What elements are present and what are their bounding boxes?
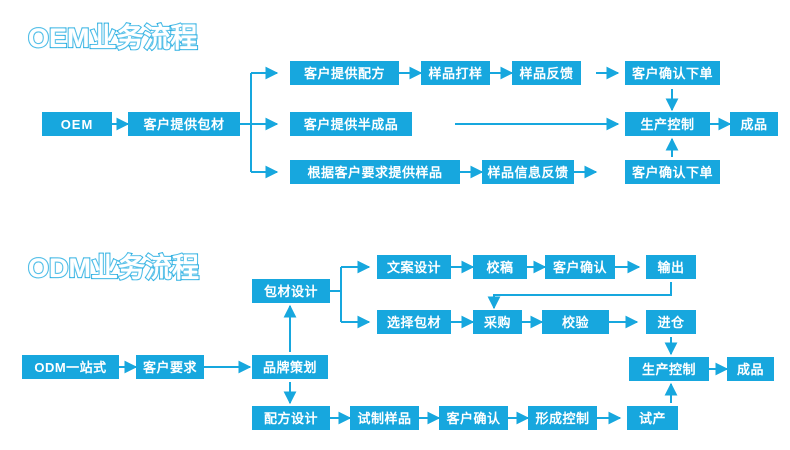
odm-section-title: ODM业务流程	[27, 252, 200, 284]
odm-node-client-confirm-bottom[interactable]: 客户确认	[439, 406, 508, 430]
wire-odm-output-to-purchase	[487, 282, 672, 310]
odm-node-inspection[interactable]: 校验	[542, 310, 609, 334]
oem-node-branch2-step1[interactable]: 客户提供半成品	[290, 112, 412, 136]
oem-node-branch1-step3[interactable]: 样品反馈	[512, 61, 581, 85]
odm-node-trial-sample[interactable]: 试制样品	[350, 406, 419, 430]
odm-node-client-confirm-top[interactable]: 客户确认	[545, 255, 615, 279]
odm-node-purchase[interactable]: 采购	[473, 310, 522, 334]
odm-node-output[interactable]: 输出	[646, 255, 696, 279]
oem-node-branch3-step3[interactable]: 客户确认下单	[625, 160, 720, 184]
odm-node-proofread[interactable]: 校稿	[473, 255, 527, 279]
oem-section-title: OEM业务流程	[27, 22, 199, 54]
oem-node-branch3-step1[interactable]: 根据客户要求提供样品	[290, 160, 460, 184]
odm-node-copy-design[interactable]: 文案设计	[377, 255, 451, 279]
odm-node-requirement[interactable]: 客户要求	[136, 355, 204, 379]
oem-node-branch1-step2[interactable]: 样品打样	[421, 61, 490, 85]
oem-node-branch1-step4[interactable]: 客户确认下单	[625, 61, 720, 85]
odm-node-form-control[interactable]: 形成控制	[528, 406, 597, 430]
odm-node-branding[interactable]: 品牌策划	[252, 355, 328, 379]
oem-node-branch3-step2[interactable]: 样品信息反馈	[482, 160, 574, 184]
odm-node-production[interactable]: 生产控制	[629, 357, 709, 381]
odm-node-select-package[interactable]: 选择包材	[377, 310, 451, 334]
oem-node-production[interactable]: 生产控制	[625, 112, 710, 136]
odm-node-start[interactable]: ODM一站式	[22, 355, 119, 379]
oem-node-start[interactable]: OEM	[42, 112, 112, 136]
oem-node-packaging[interactable]: 客户提供包材	[128, 112, 240, 136]
oem-node-branch1-step1[interactable]: 客户提供配方	[290, 61, 399, 85]
odm-node-trial-production[interactable]: 试产	[627, 406, 678, 430]
odm-node-finished[interactable]: 成品	[727, 357, 774, 381]
odm-node-formula-design[interactable]: 配方设计	[252, 406, 330, 430]
odm-node-package-design[interactable]: 包材设计	[252, 279, 330, 303]
odm-node-warehouse[interactable]: 进仓	[646, 310, 696, 334]
oem-node-finished[interactable]: 成品	[730, 112, 778, 136]
